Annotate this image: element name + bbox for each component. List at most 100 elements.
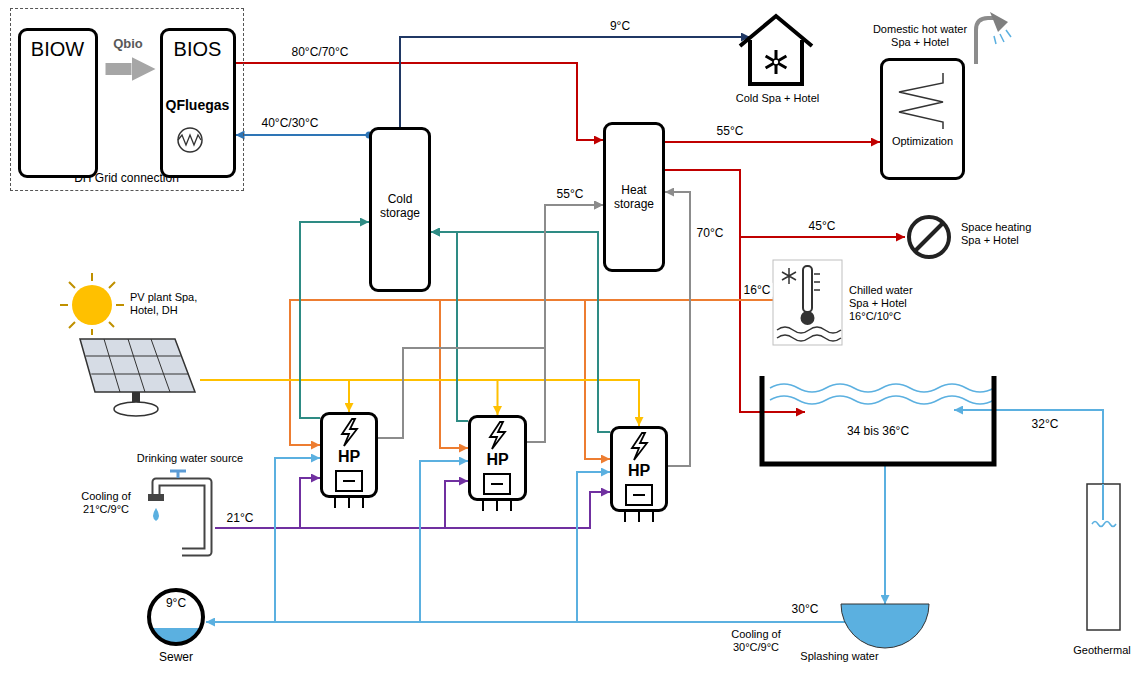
shower-icon-part — [990, 12, 1008, 32]
node-shape-part — [170, 471, 186, 478]
temperature-label: 80°C/70°C — [290, 45, 351, 59]
node-shape-part — [335, 498, 363, 508]
pipe-connector — [431, 232, 610, 432]
node-shape — [883, 61, 962, 177]
node-shape-part — [814, 274, 820, 290]
node-label: Domestic hot water Spa + Hotel — [870, 23, 970, 49]
component-box: Domestic hot water Spa + HotelOptimizati… — [880, 58, 965, 180]
node-shape-part — [633, 494, 645, 496]
node-shape-part — [114, 402, 158, 416]
node-shape-part — [156, 482, 208, 552]
node-shape-part — [773, 260, 842, 345]
temperature-label: 16°C — [742, 283, 773, 297]
temperature-label: 9°C — [608, 19, 632, 33]
icon-node: Cold Spa + Hotel — [730, 12, 825, 107]
node-label: 9°C — [146, 596, 206, 610]
temperature-label: 70°C — [695, 226, 726, 240]
pipe-connector — [215, 478, 320, 528]
node-label: Cold storage — [372, 192, 428, 221]
component-box: HP — [468, 415, 527, 501]
node-shape — [760, 376, 996, 466]
temperature-label: 21°C — [225, 511, 256, 525]
node-label: Splashing water — [792, 650, 887, 663]
shower-icon — [976, 12, 1011, 64]
note-label: Cooling of 21°C/9°C — [74, 490, 138, 516]
node-label: Sewer — [136, 650, 216, 664]
component-box: BIOS QFluegas — [160, 28, 236, 178]
pipe-connector — [300, 222, 369, 418]
icon-node: Space heating Spa + Hotel — [905, 213, 1055, 261]
component-box: HP — [610, 426, 668, 512]
node-label: 34 bis 36°C — [820, 424, 936, 438]
node-shape-part — [782, 268, 796, 284]
icon-node: 34 bis 36°C — [760, 376, 996, 466]
node-label: HP — [471, 450, 524, 469]
pipe-connector — [431, 232, 468, 421]
node-shape-part — [1092, 522, 1116, 527]
node-shape-part — [343, 480, 355, 482]
pipe-connector — [200, 380, 349, 412]
node-shape-part — [86, 339, 189, 392]
pipe-connector — [420, 461, 845, 622]
shower-icon-part — [976, 18, 994, 64]
temperature-label: 55°C — [715, 124, 746, 138]
node-label: HP — [613, 461, 665, 480]
component-box: Cold storage — [369, 127, 431, 292]
node-shape-part — [909, 217, 949, 257]
temperature-label: 30°C — [790, 602, 821, 616]
node-label: BIOW — [21, 37, 95, 61]
node-label: Chilled water Spa + Hotel 16°C/10°C — [849, 284, 927, 324]
node-shape-part — [632, 433, 647, 460]
temperature-label: 40°C/30°C — [260, 116, 321, 130]
node-shape-part — [178, 135, 201, 145]
node-shape-part — [60, 273, 124, 335]
node-shape-part — [803, 266, 812, 312]
node-shape-part — [491, 483, 503, 485]
node-shape-part — [773, 59, 779, 65]
pipe-connector — [200, 380, 498, 415]
node-label: Space heating Spa + Hotel — [961, 221, 1041, 247]
node-shape-part — [625, 512, 653, 522]
icon-node: 9°CSewer — [146, 586, 206, 670]
node-shape-part — [148, 494, 164, 501]
node-shape-part — [915, 223, 943, 251]
component-box: BIOW — [18, 28, 98, 178]
pipe-connector — [106, 63, 132, 75]
node-shape-part — [156, 482, 208, 552]
icon-node: Drinking water source — [120, 452, 270, 562]
node-shape-part — [336, 471, 362, 491]
node-label: BIOS — [163, 37, 233, 61]
node-shape-part — [72, 285, 112, 325]
node-label: Heat storage — [606, 183, 662, 212]
temperature-label: 55°C — [555, 187, 586, 201]
node-shape-part — [178, 128, 202, 152]
node-label: QFluegas — [166, 97, 232, 114]
shower-icon-part — [994, 30, 1011, 44]
pipe-connector — [275, 458, 845, 622]
node-shape — [1070, 484, 1134, 664]
node-label: Geothermal — [1070, 644, 1134, 657]
pipe-connector — [665, 141, 880, 143]
node-shape-part — [801, 311, 815, 325]
icon-node: Chilled water Spa + Hotel 16°C/10°C — [773, 260, 928, 348]
temperature-label: Qbio — [111, 36, 145, 52]
node-shape-part — [1102, 484, 1104, 520]
pipe-connector — [236, 134, 370, 136]
node-shape-part — [770, 384, 994, 404]
pipe-connector — [527, 205, 603, 442]
node-shape-part — [342, 419, 357, 446]
icon-node: PV plant Spa, Hotel, DH — [50, 255, 200, 420]
node-shape-part — [777, 327, 841, 341]
node-shape-part — [80, 339, 195, 392]
node-shape-part — [626, 485, 652, 505]
node-shape-part — [762, 376, 994, 464]
node-shape-part — [153, 508, 159, 521]
node-label: Drinking water source — [120, 452, 260, 465]
pipe-connector — [400, 37, 750, 127]
component-box: Heat storage — [603, 122, 665, 272]
node-shape — [50, 255, 200, 420]
pipe-connector — [665, 192, 690, 466]
temperature-label: 32°C — [1030, 417, 1061, 431]
node-shape-part — [899, 73, 943, 129]
node-shape-part — [484, 474, 510, 494]
